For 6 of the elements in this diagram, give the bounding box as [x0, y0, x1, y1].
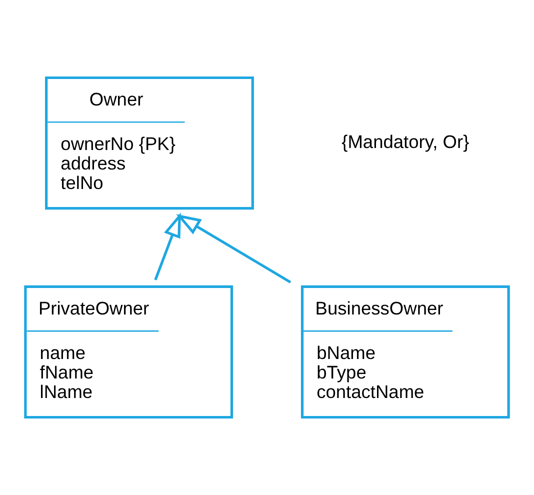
node-box: PrivateOwner name fName lName: [24, 285, 234, 419]
node-box: Owner ownerNo {PK} address telNo: [45, 76, 254, 210]
node-box: BusinessOwner bName bType contactName: [300, 285, 510, 419]
label: {Mandatory, Or}: [342, 130, 470, 152]
arrow: [176, 214, 292, 284]
arrow: [154, 212, 181, 280]
